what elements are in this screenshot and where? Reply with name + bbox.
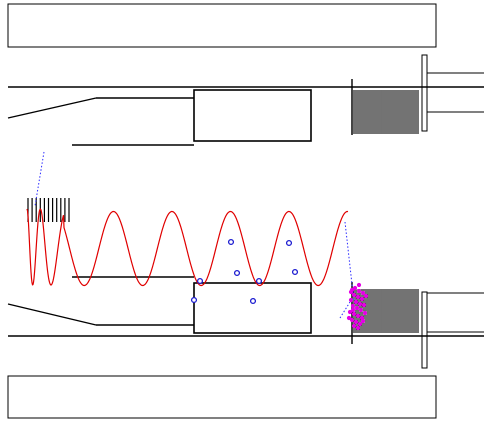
particle-dot <box>360 318 366 324</box>
particle-cluster <box>346 282 369 331</box>
lower-post <box>421 291 428 369</box>
particle-dot <box>351 323 357 329</box>
upper-taper-line <box>7 97 97 119</box>
particle-dot <box>360 290 366 296</box>
wave-marker <box>291 268 299 276</box>
particle-dot <box>363 293 369 299</box>
particle-dot <box>355 294 361 300</box>
upper-channel <box>7 54 484 146</box>
upper-grating <box>351 90 419 134</box>
wave-marker <box>249 297 257 305</box>
particle-dot <box>355 325 361 331</box>
particle-dot <box>350 303 356 309</box>
particle-dot <box>356 282 362 288</box>
lower-taper-line <box>7 303 97 326</box>
particle-dot <box>355 313 361 319</box>
wave-marker <box>233 269 241 277</box>
particle-dot <box>353 299 359 305</box>
guide-line-short <box>339 301 351 319</box>
particle-dot <box>359 296 365 302</box>
particle-dot <box>351 292 357 298</box>
particle-dot <box>351 311 357 317</box>
particle-dot <box>352 285 358 291</box>
wave-marker <box>196 277 204 285</box>
particle-dot <box>353 319 359 325</box>
lower-chamber <box>193 282 312 334</box>
particle-dot <box>348 289 354 295</box>
upper-post <box>421 54 428 132</box>
particle-dot <box>348 297 354 303</box>
wave-markers <box>190 238 299 305</box>
particle-dot <box>357 321 363 327</box>
wave-marker <box>285 239 293 247</box>
guide-line-left <box>34 151 45 207</box>
top-panel <box>7 3 437 48</box>
particle-dot <box>357 301 363 307</box>
particle-dot <box>349 317 355 323</box>
wave-marker <box>190 296 198 304</box>
bottom-panel <box>7 375 437 419</box>
particle-dot <box>361 302 367 308</box>
particle-dot <box>354 305 360 311</box>
upper-chamber <box>193 89 312 142</box>
wave-curve <box>26 208 349 287</box>
particle-dot <box>358 307 364 313</box>
wave-marker <box>227 238 235 246</box>
particle-dot <box>356 288 362 294</box>
particle-dot <box>350 307 356 313</box>
wave-marker <box>255 277 263 285</box>
lower-channel <box>7 276 484 369</box>
particle-dot <box>362 310 368 316</box>
particle-dot <box>347 309 353 315</box>
particle-dot <box>346 315 352 321</box>
